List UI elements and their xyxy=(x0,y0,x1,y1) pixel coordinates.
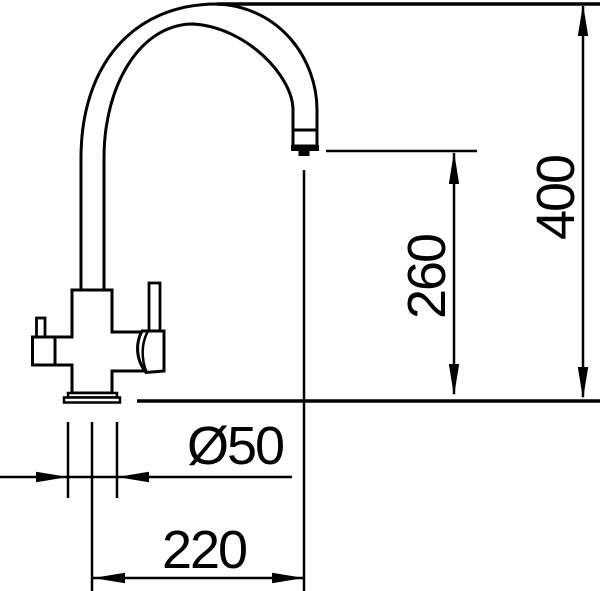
aerator xyxy=(291,128,319,156)
arrow-400-top xyxy=(577,4,589,36)
aerator-nozzle xyxy=(298,151,310,156)
aerator-housing xyxy=(291,128,319,148)
arrow-220-right xyxy=(272,572,304,584)
left-valve-block xyxy=(31,335,57,367)
lever-base-seam-line xyxy=(141,331,149,373)
arrow-260-top xyxy=(448,152,460,184)
left-valve-stem xyxy=(35,316,47,339)
mixer-lever xyxy=(147,281,162,333)
spout-reach-dimension-label: 220 xyxy=(161,520,248,580)
overall-height-dimension-label: 400 xyxy=(526,155,586,241)
faucet-body xyxy=(53,288,152,395)
base-diameter-dimension-label: Ø50 xyxy=(186,416,285,476)
arrow-dia50-left xyxy=(36,471,68,483)
arrow-260-bottom xyxy=(448,364,460,396)
arrow-220-left xyxy=(93,572,125,584)
arrow-400-bottom xyxy=(577,367,589,399)
aerator-ring xyxy=(291,145,319,151)
spout-outer-line xyxy=(79,2,319,291)
outlet-height-dimension-label: 260 xyxy=(397,234,457,320)
arrow-dia50-right xyxy=(117,471,149,483)
base-flange xyxy=(62,391,122,404)
flange-base xyxy=(62,396,122,404)
spout-inner-line xyxy=(102,22,295,291)
dimension-arrowheads xyxy=(36,4,589,584)
